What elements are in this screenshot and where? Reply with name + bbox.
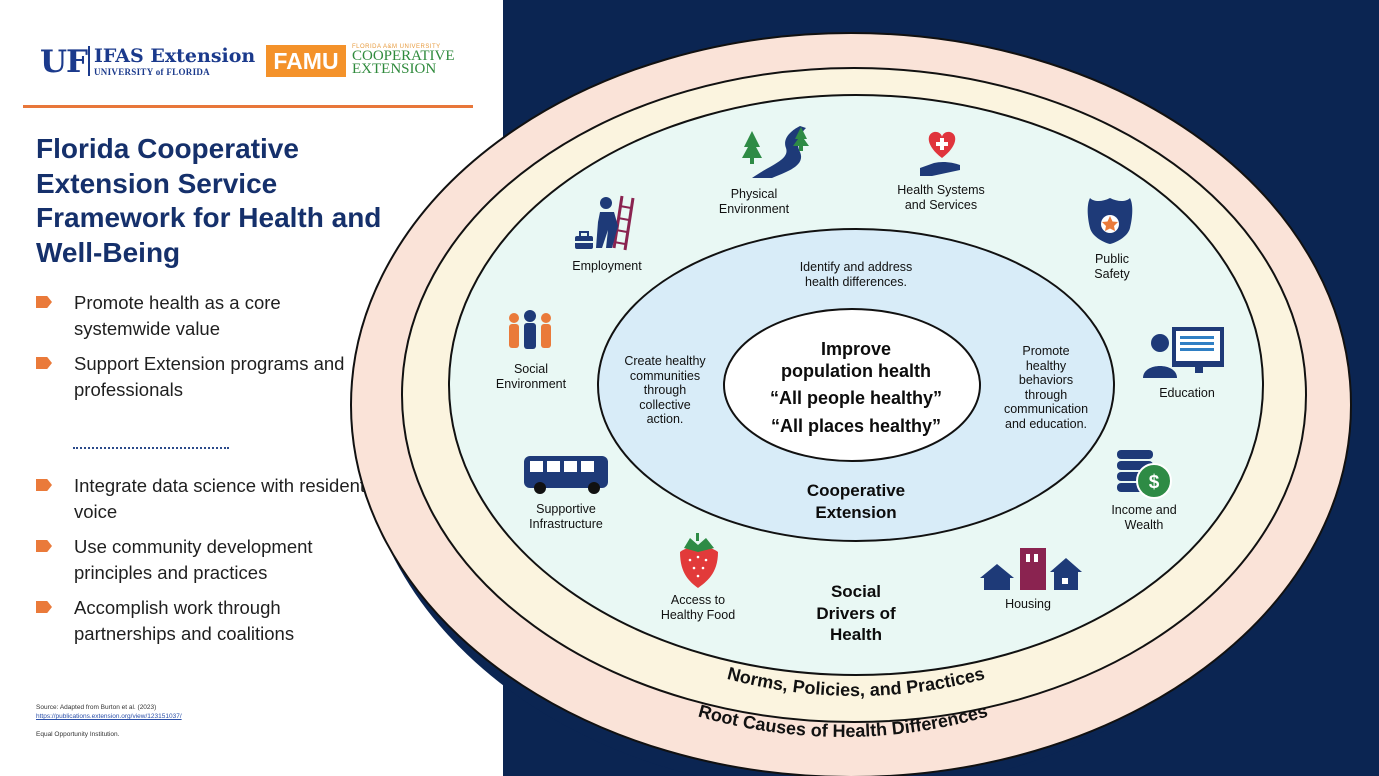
coins-dollar-icon: $ [1117, 450, 1172, 499]
driver-social-environment: Social Environment [495, 362, 567, 391]
extension-right-text: Promote healthy behaviors through commun… [1003, 344, 1089, 431]
houses-icon [980, 548, 1082, 590]
drivers-title: Social Drivers of Health [816, 582, 896, 644]
famu-logo-mark: FAMU [266, 45, 346, 77]
driver-supportive-infrastructure: Supportive Infrastructure [529, 502, 603, 531]
police-badge-icon [1087, 198, 1133, 244]
dotted-separator [73, 447, 229, 449]
uf-logo-subtitle: UNIVERSITY of FLORIDA [94, 67, 210, 77]
uf-logo-mark: UF [40, 44, 88, 80]
center-ellipse [723, 308, 981, 462]
arrow-bullet-icon [36, 540, 52, 552]
extension-top-text: Identify and address health differences. [799, 260, 913, 289]
arrow-bullet-icon [36, 479, 52, 491]
strawberry-icon [680, 533, 718, 588]
extension-left-text: Create healthy communities through colle… [624, 354, 706, 426]
famu-logo-coop: COOPERATIVE EXTENSION [352, 48, 455, 77]
center-text: Improve population health “All people he… [769, 339, 943, 436]
header-divider [23, 105, 473, 108]
extension-title: Cooperative Extension [806, 481, 906, 522]
driver-health-systems: Health Systems and Services [897, 183, 985, 212]
arrow-bullet-icon [36, 296, 52, 308]
driver-physical-environment: Physical Environment [718, 187, 790, 216]
bus-icon [524, 456, 608, 494]
people-group-icon [509, 310, 551, 349]
source-note: Source: Adapted from Burton et al. (2023… [36, 704, 157, 711]
famu-logo-university: FLORIDA A&M UNIVERSITY [352, 44, 441, 50]
person-computer-icon [1143, 327, 1224, 378]
uf-logo-divider [88, 46, 90, 76]
arrow-bullet-icon [36, 601, 52, 613]
driver-housing: Housing [1005, 597, 1051, 611]
equal-opportunity-note: Equal Opportunity Institution. [36, 731, 120, 738]
source-link[interactable]: https://publications.extension.org/view/… [36, 713, 182, 720]
driver-income-wealth: Income and Wealth [1111, 503, 1177, 532]
driver-healthy-food: Access to Healthy Food [660, 593, 736, 622]
driver-employment: Employment [572, 259, 642, 273]
driver-education: Education [1159, 386, 1215, 400]
trees-river-icon [742, 126, 809, 178]
svg-text:$: $ [1149, 472, 1160, 493]
heart-hand-icon [920, 131, 960, 176]
driver-public-safety: Public Safety [1094, 252, 1130, 281]
uf-logo-name: IFAS Extension [94, 45, 256, 67]
page-title: Florida Cooperative Extension Service Fr… [36, 133, 382, 268]
arrow-bullet-icon [36, 357, 52, 369]
ladder-worker-icon [575, 195, 635, 251]
